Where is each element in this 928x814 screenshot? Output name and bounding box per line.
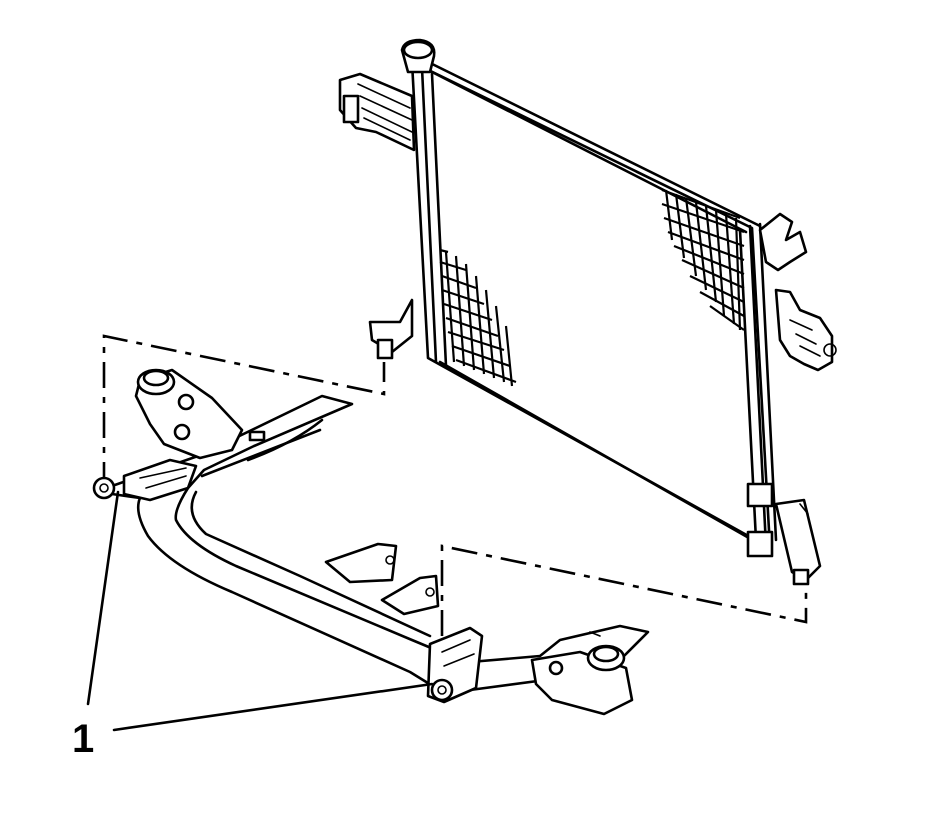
radiator <box>338 38 837 586</box>
callout-1: 1 <box>72 490 434 761</box>
callout-label: 1 <box>72 717 94 761</box>
alignment-lines <box>102 334 808 636</box>
front-subframe <box>92 368 650 716</box>
